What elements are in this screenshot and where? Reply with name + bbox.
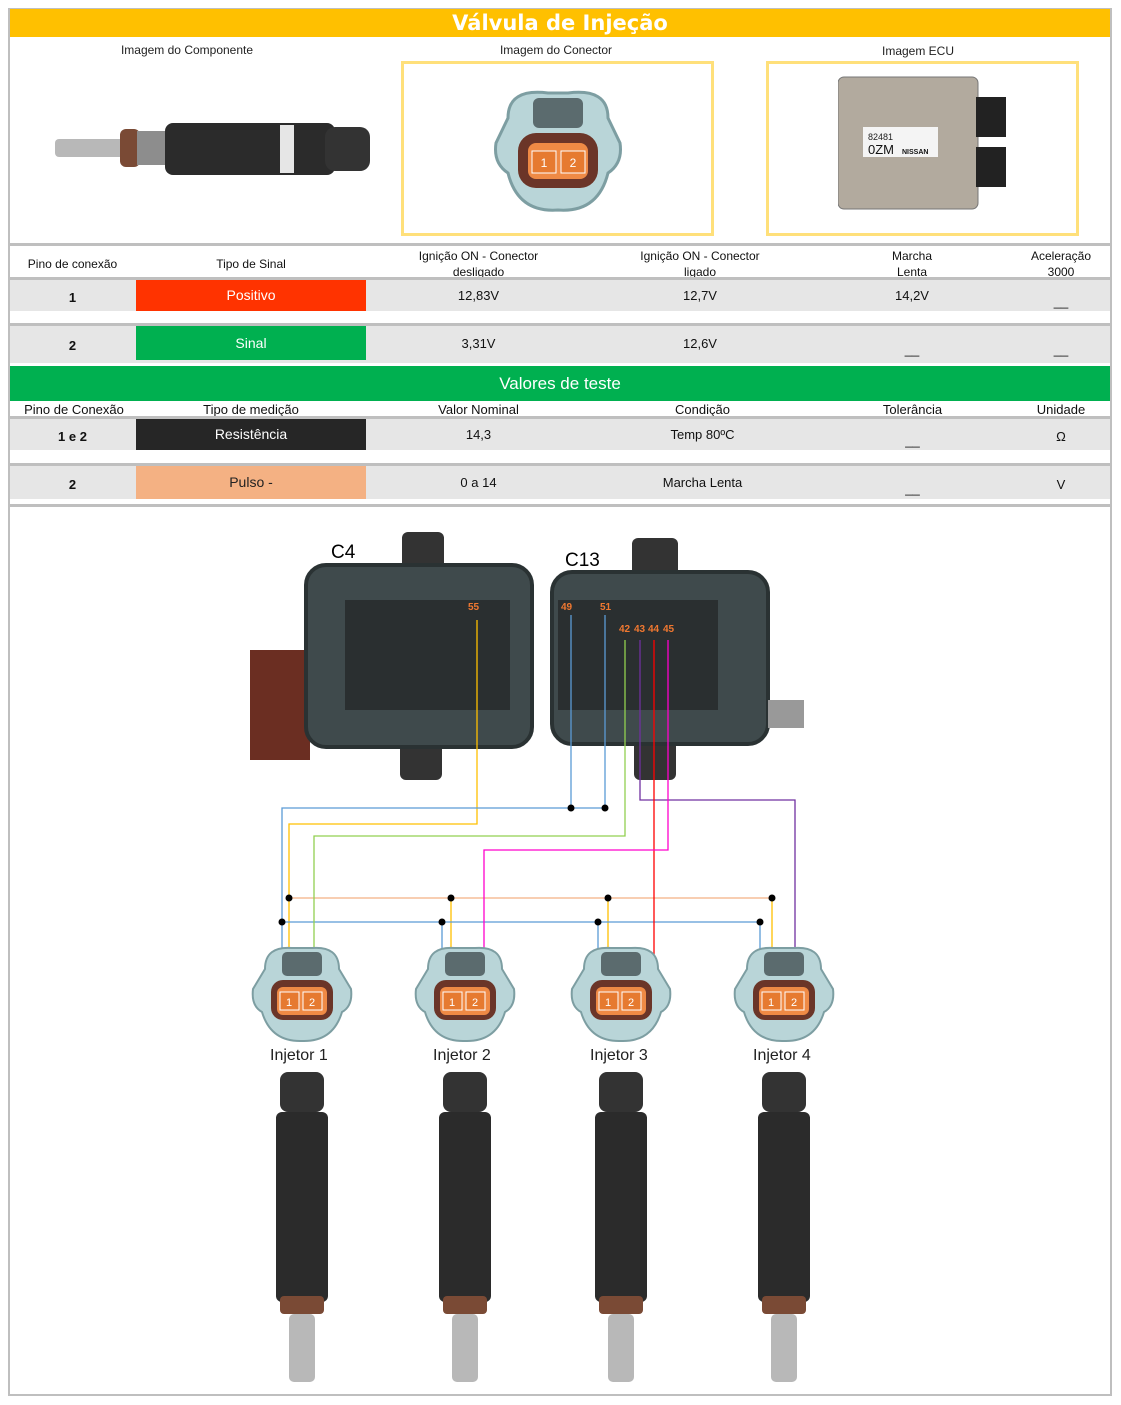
ign-off-value: 3,31V [461, 336, 496, 351]
svg-text:2: 2 [309, 997, 315, 1009]
connector-label-c4: C4 [331, 542, 356, 563]
measure-type-badge: Pulso - [136, 466, 366, 499]
idle-value: __ [904, 342, 920, 357]
page-title: Válvula de Injeção [10, 9, 1110, 37]
header-ign-off: Ignição ON - Conector desligado [418, 249, 539, 279]
header-ign-on: Ignição ON - Conector ligado [640, 249, 760, 279]
injector-connector-1: 1 2 [251, 946, 353, 1043]
signal-type-badge: Sinal [136, 326, 366, 360]
ecu-connector-c13 [550, 538, 804, 780]
injector-label-3: Injetor 3 [590, 1047, 648, 1064]
signal-type-badge: Positivo [136, 280, 366, 311]
header-unit: Unidade [1036, 402, 1086, 417]
test-table-header: Pino de Conexão Tipo de medição Valor No… [10, 401, 1110, 419]
ecu-label-brand: NISSAN [902, 149, 928, 156]
injector-component-image [55, 123, 370, 175]
ecu-image: 82481 0ZM NISSAN [838, 76, 1006, 210]
connector-label-c13: C13 [565, 550, 600, 571]
svg-text:1: 1 [286, 997, 292, 1009]
pin-label-55: 55 [468, 602, 480, 613]
test-values-title: Valores de teste [10, 366, 1110, 401]
header-pin: Pino de Conexão [24, 402, 124, 417]
pin-label-51: 51 [600, 602, 612, 613]
idle-value: 14,2V [895, 288, 929, 303]
pin-label-49: 49 [561, 602, 573, 613]
pin-label-43: 43 [634, 624, 646, 635]
signal-table-header: Pino de conexão Tipo de Sinal Ignição ON… [10, 243, 1110, 279]
table-row: 1 e 2 Resistência 14,3 Temp 80ºC __ Ω [10, 416, 1110, 450]
pin: 2 [68, 338, 77, 353]
header-nominal: Valor Nominal [438, 402, 519, 417]
nominal-value: 14,3 [465, 427, 492, 442]
pin-label-45: 45 [663, 624, 675, 635]
tolerance-value: __ [905, 433, 920, 448]
injector-label-4: Injetor 4 [753, 1047, 811, 1064]
pin: 1 e 2 [58, 429, 87, 444]
pin: 1 [68, 290, 77, 305]
header-condition: Condição [675, 402, 730, 417]
ecu-image-box [766, 61, 1079, 236]
accel-value: __ [1053, 342, 1069, 357]
connector-pin-2-label: 2 [570, 156, 577, 170]
unit-value: Ω [1056, 429, 1066, 444]
pin: 2 [68, 477, 77, 492]
accel-value: __ [1053, 294, 1069, 309]
condition-value: Marcha Lenta [662, 475, 743, 490]
svg-text:1: 1 [768, 997, 774, 1009]
svg-text:2: 2 [791, 997, 797, 1009]
table-row: 2 Sinal 3,31V 12,6V __ __ [10, 323, 1110, 363]
pin-label-42: 42 [619, 624, 631, 635]
table-row: 2 Pulso - 0 a 14 Marcha Lenta __ V [10, 463, 1110, 499]
component-image-label: Imagem do Componente [120, 43, 254, 57]
connector-image: 1 2 [494, 90, 622, 212]
ecu-label-model: 0ZM [868, 142, 894, 157]
ecu-connector-c4 [250, 532, 534, 780]
ecu-label-code: 82481 [868, 132, 893, 142]
injector-connector-3: 1 2 [570, 946, 672, 1043]
connector-image-label: Imagem do Conector [499, 43, 613, 57]
header-accel: Aceleração 3000 [1030, 249, 1092, 279]
header-idle: Marcha Lenta [891, 249, 932, 279]
connector-pin-1-label: 1 [541, 156, 548, 170]
ign-on-value: 12,7V [683, 288, 717, 303]
condition-value: Temp 80ºC [670, 427, 735, 442]
injector-label-1: Injetor 1 [270, 1047, 328, 1064]
svg-text:1: 1 [449, 997, 455, 1009]
injector-label-2: Injetor 2 [433, 1047, 491, 1064]
ign-on-value: 12,6V [683, 336, 717, 351]
ign-off-value: 12,83V [457, 288, 500, 303]
nominal-value: 0 a 14 [460, 475, 497, 490]
tolerance-value: __ [905, 481, 920, 496]
header-pin: Pino de conexão [27, 257, 118, 271]
table-row: 1 Positivo 12,83V 12,7V 14,2V __ [10, 277, 1110, 311]
ecu-image-label: Imagem ECU [881, 44, 955, 58]
header-measure-type: Tipo de medição [203, 402, 299, 417]
wiring-diagram [10, 504, 1110, 1394]
header-signal-type: Tipo de Sinal [216, 257, 286, 271]
injector-connector-2: 1 2 [414, 946, 516, 1043]
header-tolerance: Tolerância [882, 402, 943, 417]
injector-connector-4: 1 2 [733, 946, 835, 1043]
svg-text:1: 1 [605, 997, 611, 1009]
pin-label-44: 44 [648, 624, 660, 635]
svg-text:2: 2 [472, 997, 478, 1009]
unit-value: V [1056, 477, 1066, 492]
measure-type-badge: Resistência [136, 419, 366, 450]
svg-text:2: 2 [628, 997, 634, 1009]
connector-image-box [401, 61, 714, 236]
